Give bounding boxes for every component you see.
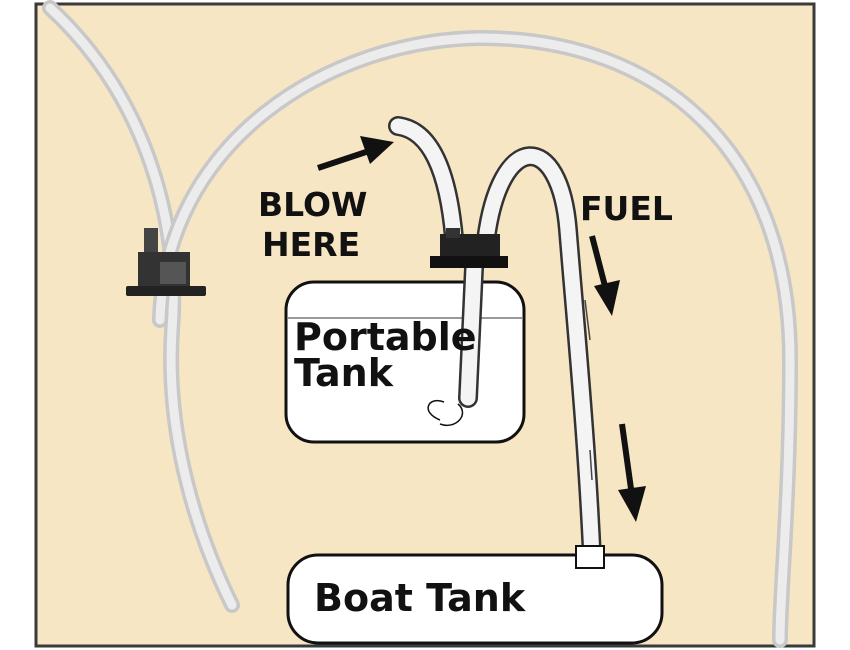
blow-tube [388, 116, 464, 248]
blow-label-line1: BLOW [258, 185, 367, 224]
suction-arrow-icon [427, 399, 445, 421]
fuel-label: FUEL [580, 189, 673, 228]
dip-tube [458, 258, 484, 408]
fuel-arrow-lower-icon [618, 423, 646, 522]
tank-cap-icon [430, 228, 508, 268]
blow-arrow-icon [317, 136, 394, 171]
blow-label-line2: HERE [262, 225, 360, 264]
boat-tank-label: Boat Tank [314, 576, 526, 620]
arc-hose [152, 29, 799, 648]
portable-tank-label-line1: Portable [294, 315, 477, 359]
siphon-tube [476, 146, 604, 622]
left-hose [42, 0, 240, 613]
hose-fitting-icon [126, 228, 206, 296]
portable-tank-label-line2: Tank [294, 351, 394, 395]
boat-tank [286, 545, 664, 645]
fuel-arrow-upper-icon [589, 235, 620, 316]
